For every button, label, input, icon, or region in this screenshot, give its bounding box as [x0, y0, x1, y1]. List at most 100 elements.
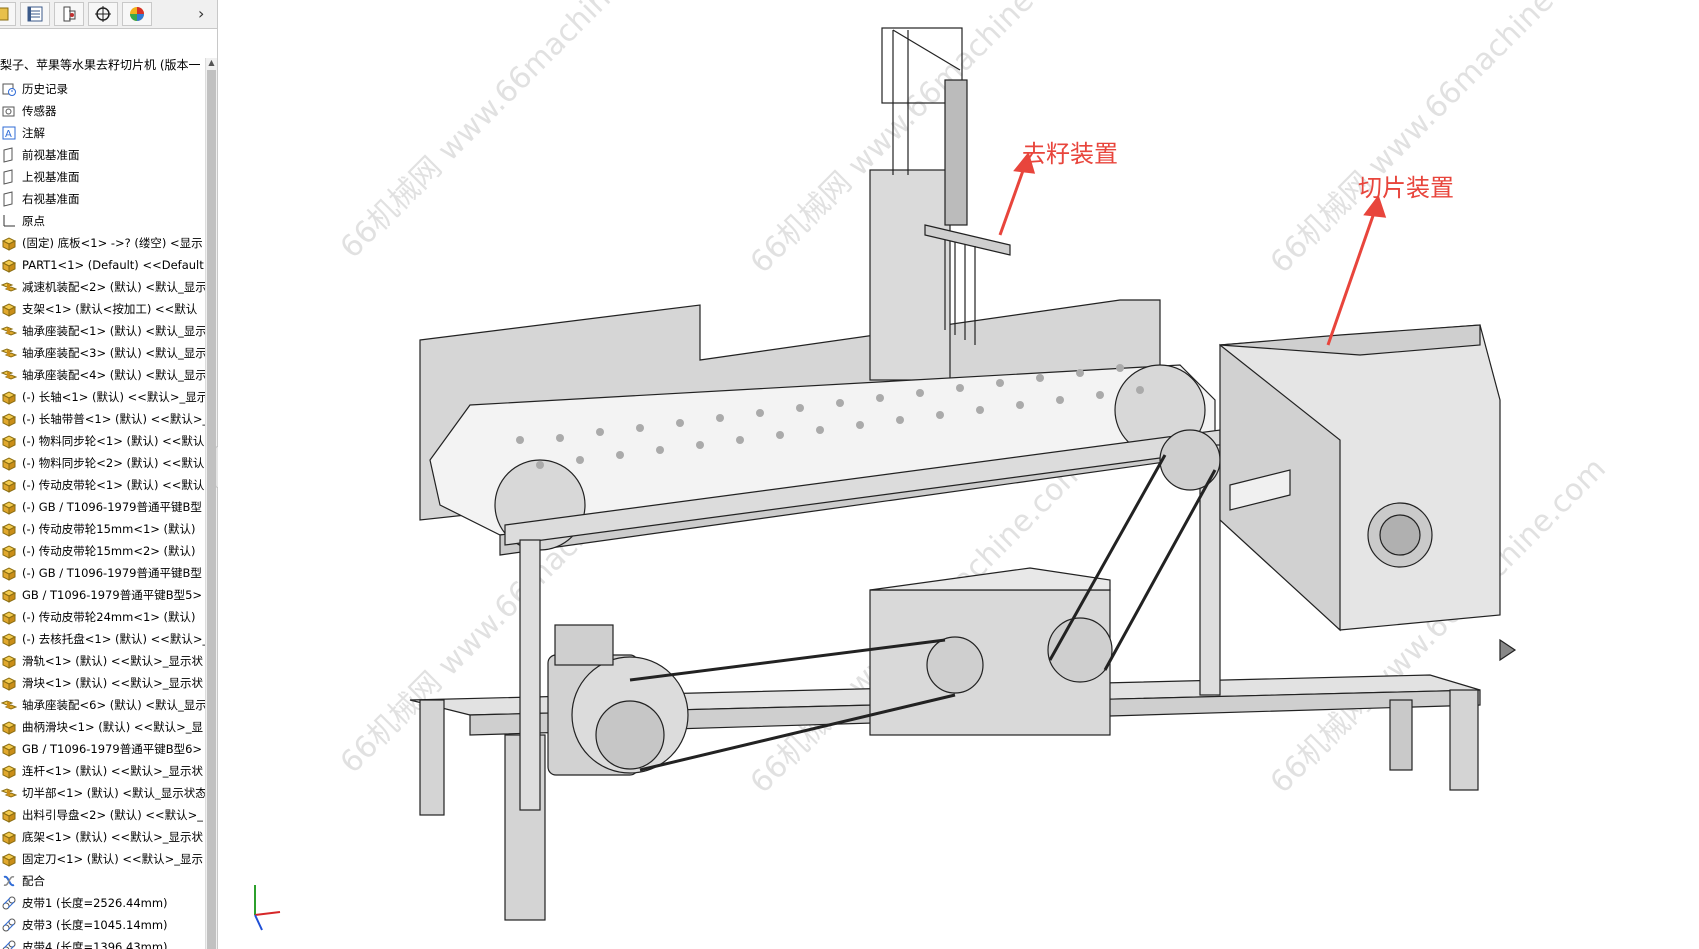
tree-item[interactable]: 轴承座装配<1> (默认) <默认_显示: [0, 320, 205, 342]
tree-item-label: 配合: [22, 874, 45, 888]
belt-icon: [0, 938, 18, 949]
tree-item-label: 皮带3 (长度=1045.14mm): [22, 918, 168, 932]
tree-item[interactable]: 上视基准面: [0, 166, 205, 188]
tree-root-assembly[interactable]: ⌄ 梨子、苹果等水果去籽切片机 (版本一: [0, 56, 215, 74]
tree-item[interactable]: 轴承座装配<3> (默认) <默认_显示: [0, 342, 205, 364]
tree-item-label: (-) 传动皮带轮15mm<1> (默认): [22, 522, 196, 536]
tree-item[interactable]: 固定刀<1> (默认) <<默认>_显示: [0, 848, 205, 870]
tree-item-label: 轴承座装配<3> (默认) <默认_显示: [22, 346, 205, 360]
tree-item-label: 出料引导盘<2> (默认) <<默认>_: [22, 808, 204, 822]
tree-item-label: 轴承座装配<4> (默认) <默认_显示: [22, 368, 205, 382]
tree-item-label: 注解: [22, 126, 45, 140]
tree-item[interactable]: (-) GB / T1096-1979普通平键B型: [0, 562, 205, 584]
tree-item[interactable]: (-) 传动皮带轮24mm<1> (默认): [0, 606, 205, 628]
display-manager-tab[interactable]: [122, 2, 152, 26]
tree-item[interactable]: 曲柄滑块<1> (默认) <<默认>_显: [0, 716, 205, 738]
tree-item[interactable]: GB / T1096-1979普通平键B型5>: [0, 584, 205, 606]
tree-item-label: 切半部<1> (默认) <默认_显示状态: [22, 786, 205, 800]
tree-item[interactable]: 原点: [0, 210, 205, 232]
tree-item-label: 底架<1> (默认) <<默认>_显示状: [22, 830, 204, 844]
feature-manager-panel: › ⌄ 梨子、苹果等水果去籽切片机 (版本一 历史记录传感器A注解前视基准面上视…: [0, 0, 218, 949]
part-icon: [0, 300, 18, 318]
property-manager-tab-icon: [27, 6, 43, 22]
tree-item[interactable]: (-) 物料同步轮<2> (默认) <<默认: [0, 452, 205, 474]
tree-item[interactable]: GB / T1096-1979普通平键B型6>: [0, 738, 205, 760]
tree-item-label: 轴承座装配<6> (默认) <默认_显示: [22, 698, 205, 712]
tree-item[interactable]: 历史记录: [0, 78, 205, 100]
tree-item-label: 支架<1> (默认<按加工) <<默认: [22, 302, 198, 316]
tree-item[interactable]: 皮带4 (长度=1396.43mm): [0, 936, 205, 949]
tree-item[interactable]: PART1<1> (Default) <<Default: [0, 254, 205, 276]
dimxpert-manager-tab-icon: [95, 6, 111, 22]
feature-manager-toolbar: ›: [0, 0, 217, 29]
tree-item[interactable]: (-) 传动皮带轮15mm<1> (默认): [0, 518, 205, 540]
tree-item[interactable]: (-) 传动皮带轮<1> (默认) <<默认: [0, 474, 205, 496]
tree-item[interactable]: (-) 去核托盘<1> (默认) <<默认>_: [0, 628, 205, 650]
tree-item-label: (-) 物料同步轮<1> (默认) <<默认: [22, 434, 205, 448]
assembly-icon: [0, 366, 18, 384]
feature-manager-tab[interactable]: [0, 2, 16, 26]
tree-item[interactable]: 支架<1> (默认<按加工) <<默认: [0, 298, 205, 320]
tree-item-label: (-) 传动皮带轮24mm<1> (默认): [22, 610, 196, 624]
tree-item[interactable]: (-) GB / T1096-1979普通平键B型: [0, 496, 205, 518]
part-icon: [0, 652, 18, 670]
deseed-device-label: 去籽装置: [1022, 140, 1118, 168]
feature-manager-tab-icon: [0, 7, 9, 21]
dimxpert-manager-tab[interactable]: [88, 2, 118, 26]
tree-item[interactable]: (-) 传动皮带轮15mm<2> (默认): [0, 540, 205, 562]
tree-item[interactable]: 滑轨<1> (默认) <<默认>_显示状: [0, 650, 205, 672]
assembly-icon: [0, 322, 18, 340]
toolbar-more-arrow[interactable]: ›: [198, 4, 205, 23]
tree-scrollbar[interactable]: ▲: [205, 58, 217, 949]
tree-item[interactable]: 皮带3 (长度=1045.14mm): [0, 914, 205, 936]
plane-icon: [0, 190, 18, 208]
assembly-icon: [0, 344, 18, 362]
scroll-up-arrow-icon[interactable]: ▲: [208, 58, 215, 67]
tree-item[interactable]: 切半部<1> (默认) <默认_显示状态: [0, 782, 205, 804]
tree-item[interactable]: (-) 物料同步轮<1> (默认) <<默认: [0, 430, 205, 452]
tree-item[interactable]: 传感器: [0, 100, 205, 122]
tree-item-label: 固定刀<1> (默认) <<默认>_显示: [22, 852, 204, 866]
part-icon: [0, 454, 18, 472]
part-icon: [0, 586, 18, 604]
part-icon: [0, 542, 18, 560]
tree-item[interactable]: 滑块<1> (默认) <<默认>_显示状: [0, 672, 205, 694]
tree-item[interactable]: (-) 长轴带普<1> (默认) <<默认>_: [0, 408, 205, 430]
tree-item-label: 减速机装配<2> (默认) <默认_显示: [22, 280, 205, 294]
graphics-viewport[interactable]: 66机械网 www.66machine.com 66机械网 www.66mach…: [218, 0, 1699, 949]
tree-item[interactable]: 轴承座装配<6> (默认) <默认_显示: [0, 694, 205, 716]
tree-item[interactable]: 右视基准面: [0, 188, 205, 210]
tree-item-label: (-) 长轴<1> (默认) <<默认>_显示: [22, 390, 205, 404]
tree-item[interactable]: 底架<1> (默认) <<默认>_显示状: [0, 826, 205, 848]
tree-item[interactable]: (-) 长轴<1> (默认) <<默认>_显示: [0, 386, 205, 408]
part-icon: [0, 234, 18, 252]
tree-item-label: (-) GB / T1096-1979普通平键B型: [22, 566, 202, 580]
tree-item-label: GB / T1096-1979普通平键B型6>: [22, 742, 203, 756]
tree-item[interactable]: 轴承座装配<4> (默认) <默认_显示: [0, 364, 205, 386]
tree-item[interactable]: 皮带1 (长度=2526.44mm): [0, 892, 205, 914]
history-icon: [0, 80, 18, 98]
part-icon: [0, 850, 18, 868]
axis-triad: [254, 885, 281, 931]
machine-model: [254, 27, 1517, 931]
mates-icon: [0, 872, 18, 890]
tree-item[interactable]: 连杆<1> (默认) <<默认>_显示状: [0, 760, 205, 782]
belt-icon: [0, 894, 18, 912]
scroll-thumb[interactable]: [207, 70, 216, 949]
part-icon: [0, 718, 18, 736]
part-icon: [0, 828, 18, 846]
tree-item[interactable]: 前视基准面: [0, 144, 205, 166]
tree-item-label: (-) GB / T1096-1979普通平键B型: [22, 500, 202, 514]
property-manager-tab[interactable]: [20, 2, 50, 26]
tree-item[interactable]: 出料引导盘<2> (默认) <<默认>_: [0, 804, 205, 826]
part-icon: [0, 432, 18, 450]
part-icon: [0, 630, 18, 648]
tree-item-label: 连杆<1> (默认) <<默认>_显示状: [22, 764, 204, 778]
plane-icon: [0, 146, 18, 164]
tree-item[interactable]: (固定) 底板<1> ->? (缕空) <显示: [0, 232, 205, 254]
tree-item[interactable]: 配合: [0, 870, 205, 892]
tree-item[interactable]: 减速机装配<2> (默认) <默认_显示: [0, 276, 205, 298]
configuration-manager-tab[interactable]: [54, 2, 84, 26]
part-icon: [0, 256, 18, 274]
